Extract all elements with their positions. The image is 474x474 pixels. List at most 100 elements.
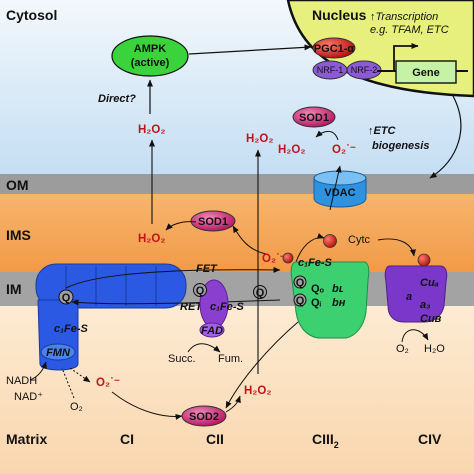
complex-i-label: CI [120, 431, 134, 447]
ampk-to-pgc1-arrow [188, 44, 312, 55]
nrf2-label: NRF-2 [351, 65, 378, 75]
direct-label: Direct? [98, 93, 136, 105]
cytosol-superoxide: O₂˙⁻ [332, 144, 356, 156]
bh-label: bʜ [332, 297, 346, 309]
complex-iii-heme-dot [282, 252, 294, 264]
q-pool-label: Q [256, 287, 265, 299]
biogenesis-arrow [429, 95, 462, 179]
fumarate-label: Fum. [218, 353, 243, 365]
qi-label: Qᵢ [311, 297, 322, 309]
succinate-to-fumarate-arrow [187, 343, 221, 353]
qo-label: Qₒ [311, 283, 325, 295]
complex-iii-body [290, 261, 370, 339]
sod1-ims-label: SOD1 [198, 216, 228, 228]
complex-iii-label: CIII2 [312, 431, 339, 450]
sod2-label: SOD2 [189, 411, 219, 423]
ampk-label: AMPK [134, 43, 166, 55]
heme-a3-label: a₃ [420, 299, 430, 311]
ims-h2o2: H₂O₂ [138, 233, 165, 245]
complex-iv-body [384, 265, 448, 323]
nrf1-label: NRF-1 [317, 65, 344, 75]
cytosol-label: Cytosol [6, 7, 57, 23]
cub-label: Cuʙ [420, 313, 442, 325]
fmn-to-superoxide-dotted [69, 367, 91, 383]
outer-membrane [0, 174, 474, 194]
pgc1-alpha-label: PGC1-α [314, 43, 355, 55]
nadh-to-fmn-arrow [29, 361, 47, 381]
sod1-cytosol-node [292, 106, 336, 128]
complex-i-fes-label: c₁Fe-S [54, 323, 88, 335]
complex-iii-qi-site [293, 293, 307, 307]
matrix-h2o2: H₂O₂ [244, 385, 271, 397]
ampk-node [111, 35, 189, 77]
cytc-docked-node [417, 253, 431, 267]
ims-superoxide: O₂˙⁻ [262, 253, 286, 265]
ims-label: IMS [6, 227, 31, 243]
fad-label: FAD [201, 325, 223, 337]
ampk-active-label: (active) [131, 57, 170, 69]
sod1-ims-node [190, 210, 236, 232]
succinate-label: Succ. [168, 353, 196, 365]
sod1-cytosol-label: SOD1 [299, 112, 329, 124]
sod1-cytosol-arrow [315, 130, 339, 141]
nad-label: NAD⁺ [14, 391, 43, 403]
complex-ii-label: CII [206, 431, 224, 447]
complex-ii-q-label: Q [196, 285, 205, 297]
matrix-label: Matrix [6, 431, 47, 447]
ciii-superoxide-to-sod2-arrow [225, 321, 299, 409]
cytosol-h2o2-left: H₂O₂ [138, 124, 165, 136]
complex-ii-fes-label: c₁Fe-S [210, 301, 244, 313]
complex-i-o2-label: O₂ [70, 401, 83, 413]
transcription-start-arrow [393, 43, 419, 71]
ret-arrow [71, 299, 281, 306]
h2o-label: H₂O [424, 343, 445, 355]
cytc-to-civ-arrow [377, 238, 416, 257]
fad-node [199, 322, 225, 338]
heme-a-label: a [406, 291, 412, 303]
complex-iv-o2-label: O₂ [396, 343, 409, 355]
om-label: OM [6, 177, 29, 193]
transcription-label: ↑Transcription [370, 11, 438, 23]
fmn-node [40, 343, 76, 361]
ret-label: RET [180, 301, 203, 313]
gene-label: Gene [412, 67, 440, 79]
bl-label: bʟ [332, 283, 344, 295]
complex-i-q-site [58, 289, 74, 305]
ciii-to-cytc-arrow [295, 233, 325, 263]
o2-to-h2o-arrow [401, 329, 429, 343]
vdac-label: VDAC [324, 187, 355, 199]
superoxide-through-vdac-arrow [329, 165, 342, 211]
complex-ii-q-site [193, 283, 207, 297]
cytosol-h2o2-sod1: H₂O₂ [278, 144, 305, 156]
nucleus-label: Nucleus [312, 7, 367, 23]
complex-iii-qi-q-label: Q [296, 295, 305, 307]
matrix-superoxide: O₂˙⁻ [96, 377, 120, 389]
q-pool [253, 285, 267, 299]
vdac-top [313, 170, 367, 186]
fet-arrow [65, 266, 281, 289]
o2-to-fmn-dotted [61, 367, 75, 399]
cytosol-h2o2-center: H₂O₂ [246, 133, 273, 145]
gene-box [395, 60, 457, 84]
pgc1-alpha-node [312, 37, 356, 59]
transcription-examples-label: e.g. TFAM, ETC [370, 24, 449, 36]
sod1-ims-product-arrow [165, 221, 197, 231]
superoxide-to-sod2-arrow [111, 391, 183, 420]
sod2-to-h2o2-arrow [225, 395, 241, 413]
complex-iii-fes-label: c₁Fe-S [298, 257, 332, 269]
cua-label: Cuₐ [420, 277, 439, 289]
cytc-node [323, 234, 337, 248]
ims-superoxide-to-sod1-arrow [232, 225, 267, 255]
fet-label: FET [196, 263, 218, 275]
fmn-label: FMN [46, 347, 71, 359]
vdac-channel [313, 177, 367, 208]
im-label: IM [6, 281, 22, 297]
nadh-label: NADH [6, 375, 37, 387]
complex-i-q-label: Q [62, 292, 71, 304]
complex-iii-q-label: Q [296, 277, 305, 289]
complex-iii-qo-site [293, 275, 307, 289]
cytc-label: Cytc [348, 234, 371, 246]
